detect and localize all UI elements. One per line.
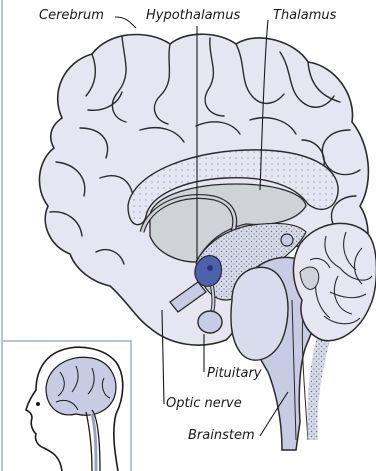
head-profile-icon (26, 347, 123, 471)
pineal-gland (281, 234, 293, 246)
label-optic-nerve: Optic nerve (166, 396, 242, 412)
label-hypothalamus: Hypothalamus (146, 8, 240, 24)
cerebrum-leader (115, 17, 136, 28)
eye-dot (36, 402, 40, 406)
label-cerebrum: Cerebrum (39, 8, 104, 24)
mammillary-body (207, 265, 213, 271)
label-brainstem: Brainstem (188, 428, 255, 444)
pons (231, 267, 288, 360)
label-pituitary: Pituitary (207, 366, 262, 382)
pituitary-gland (198, 311, 222, 333)
cerebellum (293, 223, 376, 340)
label-thalamus: Thalamus (273, 8, 336, 24)
